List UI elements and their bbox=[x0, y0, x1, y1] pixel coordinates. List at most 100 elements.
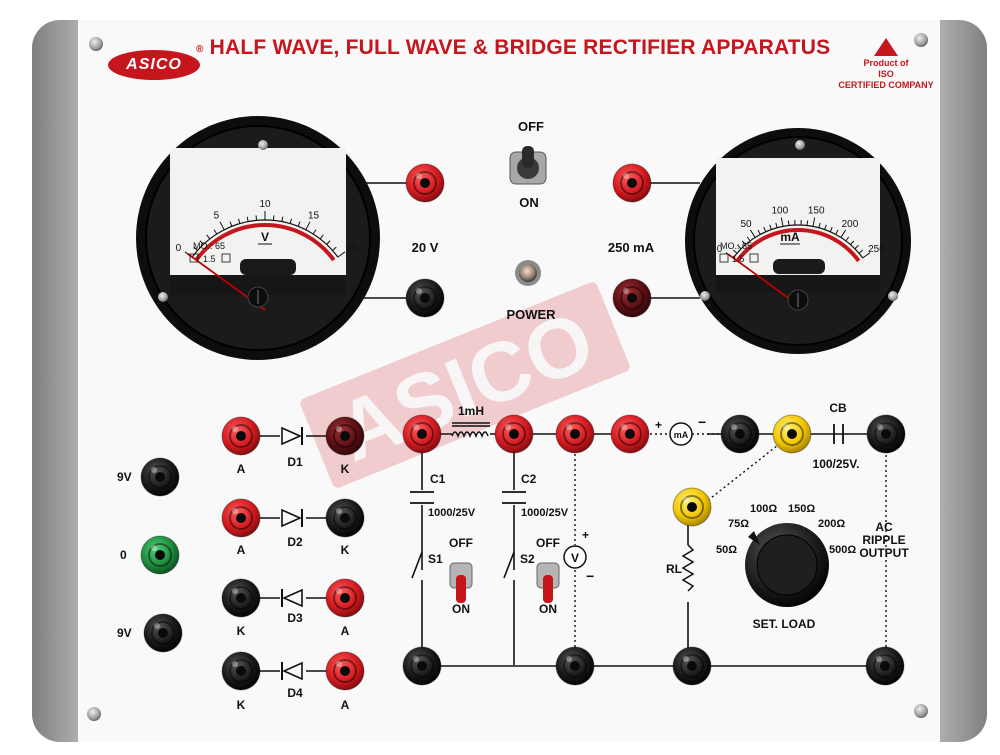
diode-d4-left-label: K bbox=[237, 698, 246, 712]
milliammeter-unit: mA bbox=[780, 230, 800, 244]
iso-line-1: Product of bbox=[838, 58, 933, 69]
power-switch-off-label: OFF bbox=[518, 119, 544, 134]
a-scale-label: 100 bbox=[771, 206, 788, 217]
diode-d3-name: D3 bbox=[287, 611, 302, 625]
v-scale-label: 0 bbox=[176, 243, 182, 254]
s1-on-label: ON bbox=[452, 602, 470, 616]
load-500-label: 500Ω bbox=[829, 544, 856, 556]
d1-cathode-terminal[interactable] bbox=[326, 417, 364, 455]
s2-on-label: ON bbox=[539, 602, 557, 616]
power-toggle-switch[interactable] bbox=[510, 146, 546, 184]
inductor-label: 1mH bbox=[458, 404, 484, 418]
brand-logo: ASICO bbox=[108, 50, 200, 80]
v-meter-symbol: V bbox=[564, 546, 586, 568]
d4-anode-terminal[interactable] bbox=[326, 652, 364, 690]
voltmeter: 0 5 10 15 20 V MO.: 65 1.5 bbox=[136, 116, 380, 360]
d3-cathode-terminal[interactable] bbox=[222, 579, 260, 617]
load-75-label: 75Ω bbox=[728, 518, 749, 530]
filter-out-terminal[interactable] bbox=[556, 415, 594, 453]
v-scale-label: 20 bbox=[346, 243, 358, 254]
milliammeter-screw-icon bbox=[795, 140, 805, 150]
cb-rating-label: 100/25V. bbox=[813, 457, 860, 471]
s2-off-label: OFF bbox=[536, 536, 560, 550]
iso-line-2: ISO bbox=[838, 69, 933, 80]
milliammeter-model: MO.: 65 bbox=[720, 241, 752, 251]
diode-d2-name: D2 bbox=[287, 535, 302, 549]
inductor-out-terminal[interactable] bbox=[495, 415, 533, 453]
c1-rating-label: 1000/25V bbox=[428, 507, 475, 519]
s1-off-label: OFF bbox=[449, 536, 473, 550]
rl-label: RL bbox=[666, 562, 682, 576]
diode-d4-right-label: A bbox=[341, 698, 350, 712]
v-scale-label: 10 bbox=[259, 199, 271, 210]
ground-terminal-4[interactable] bbox=[866, 647, 904, 685]
diode-d2-right-label: K bbox=[341, 543, 350, 557]
supply-center-terminal[interactable] bbox=[141, 536, 179, 574]
diode-d1-right-label: K bbox=[341, 462, 350, 476]
brand-registered-mark: ® bbox=[196, 44, 203, 55]
rl-top-terminal[interactable] bbox=[673, 488, 711, 526]
v-scale-label: 5 bbox=[214, 211, 220, 222]
s2-label: S2 bbox=[520, 552, 535, 566]
milliammeter-screw-icon bbox=[888, 291, 898, 301]
supply-center-label: 0 bbox=[120, 548, 127, 562]
v-minus-label: − bbox=[586, 568, 594, 584]
inductor-in-terminal[interactable] bbox=[403, 415, 441, 453]
supply-9v-bottom-terminal[interactable] bbox=[144, 614, 182, 652]
voltmeter-unit: V bbox=[261, 230, 269, 244]
set-load-knob[interactable] bbox=[745, 523, 829, 607]
voltmeter-model: MO.: 65 bbox=[193, 241, 225, 251]
ac-ripple-terminal[interactable] bbox=[867, 415, 905, 453]
iso-line-3: CERTIFIED COMPANY bbox=[838, 80, 933, 91]
ac-ripple-line-3: OUTPUT bbox=[859, 547, 908, 560]
vm-positive-terminal[interactable] bbox=[406, 164, 444, 202]
ac-ripple-output-label: AC RIPPLE OUTPUT bbox=[859, 521, 908, 560]
diode-d2-left-label: A bbox=[237, 543, 246, 557]
cb-label: CB bbox=[829, 401, 846, 415]
voltmeter-screw-icon bbox=[258, 140, 268, 150]
supply-9v-bottom-label: 9V bbox=[117, 626, 132, 640]
ground-terminal-3[interactable] bbox=[673, 647, 711, 685]
ma-series-terminal[interactable] bbox=[611, 415, 649, 453]
set-load-label: SET. LOAD bbox=[753, 617, 816, 631]
voltmeter-range-label: 20 V bbox=[412, 240, 439, 255]
d2-cathode-terminal[interactable] bbox=[326, 499, 364, 537]
d3-anode-terminal[interactable] bbox=[326, 579, 364, 617]
d4-cathode-terminal[interactable] bbox=[222, 652, 260, 690]
a-scale-label: 200 bbox=[842, 219, 859, 230]
v-scale-label: 15 bbox=[308, 211, 320, 222]
d2-anode-terminal[interactable] bbox=[222, 499, 260, 537]
v-meter-symbol-label: V bbox=[571, 551, 579, 565]
ma-minus-label: − bbox=[698, 414, 706, 430]
load-150-label: 150Ω bbox=[788, 503, 815, 515]
milliammeter-range-label: 250 mA bbox=[608, 240, 654, 255]
power-lamp bbox=[515, 260, 541, 286]
supply-9v-top-terminal[interactable] bbox=[141, 458, 179, 496]
supply-9v-top-label: 9V bbox=[117, 470, 132, 484]
a-scale-tick bbox=[807, 221, 808, 226]
milliammeter-screw-icon bbox=[700, 291, 710, 301]
ground-terminal-2[interactable] bbox=[556, 647, 594, 685]
d1-anode-terminal[interactable] bbox=[222, 417, 260, 455]
ma-negative-terminal[interactable] bbox=[613, 279, 651, 317]
c2-label: C2 bbox=[521, 472, 536, 486]
ma-positive-terminal[interactable] bbox=[613, 164, 651, 202]
s1-label: S1 bbox=[428, 552, 443, 566]
iso-logo-icon bbox=[874, 38, 898, 56]
ground-terminal-1[interactable] bbox=[403, 647, 441, 685]
ma-return-terminal[interactable] bbox=[721, 415, 759, 453]
voltmeter-screw-icon bbox=[158, 292, 168, 302]
vm-negative-terminal[interactable] bbox=[406, 279, 444, 317]
v-plus-label: + bbox=[582, 528, 589, 542]
ma-plus-label: + bbox=[655, 418, 662, 432]
power-switch-on-label: ON bbox=[519, 195, 539, 210]
diode-d1-left-label: A bbox=[237, 462, 246, 476]
a-scale-tick bbox=[788, 221, 789, 226]
c1-label: C1 bbox=[430, 472, 445, 486]
voltmeter-class: 1.5 bbox=[203, 254, 216, 264]
power-lamp-label: POWER bbox=[506, 307, 555, 322]
cb-in-terminal[interactable] bbox=[773, 415, 811, 453]
diode-d4-name: D4 bbox=[287, 686, 302, 700]
